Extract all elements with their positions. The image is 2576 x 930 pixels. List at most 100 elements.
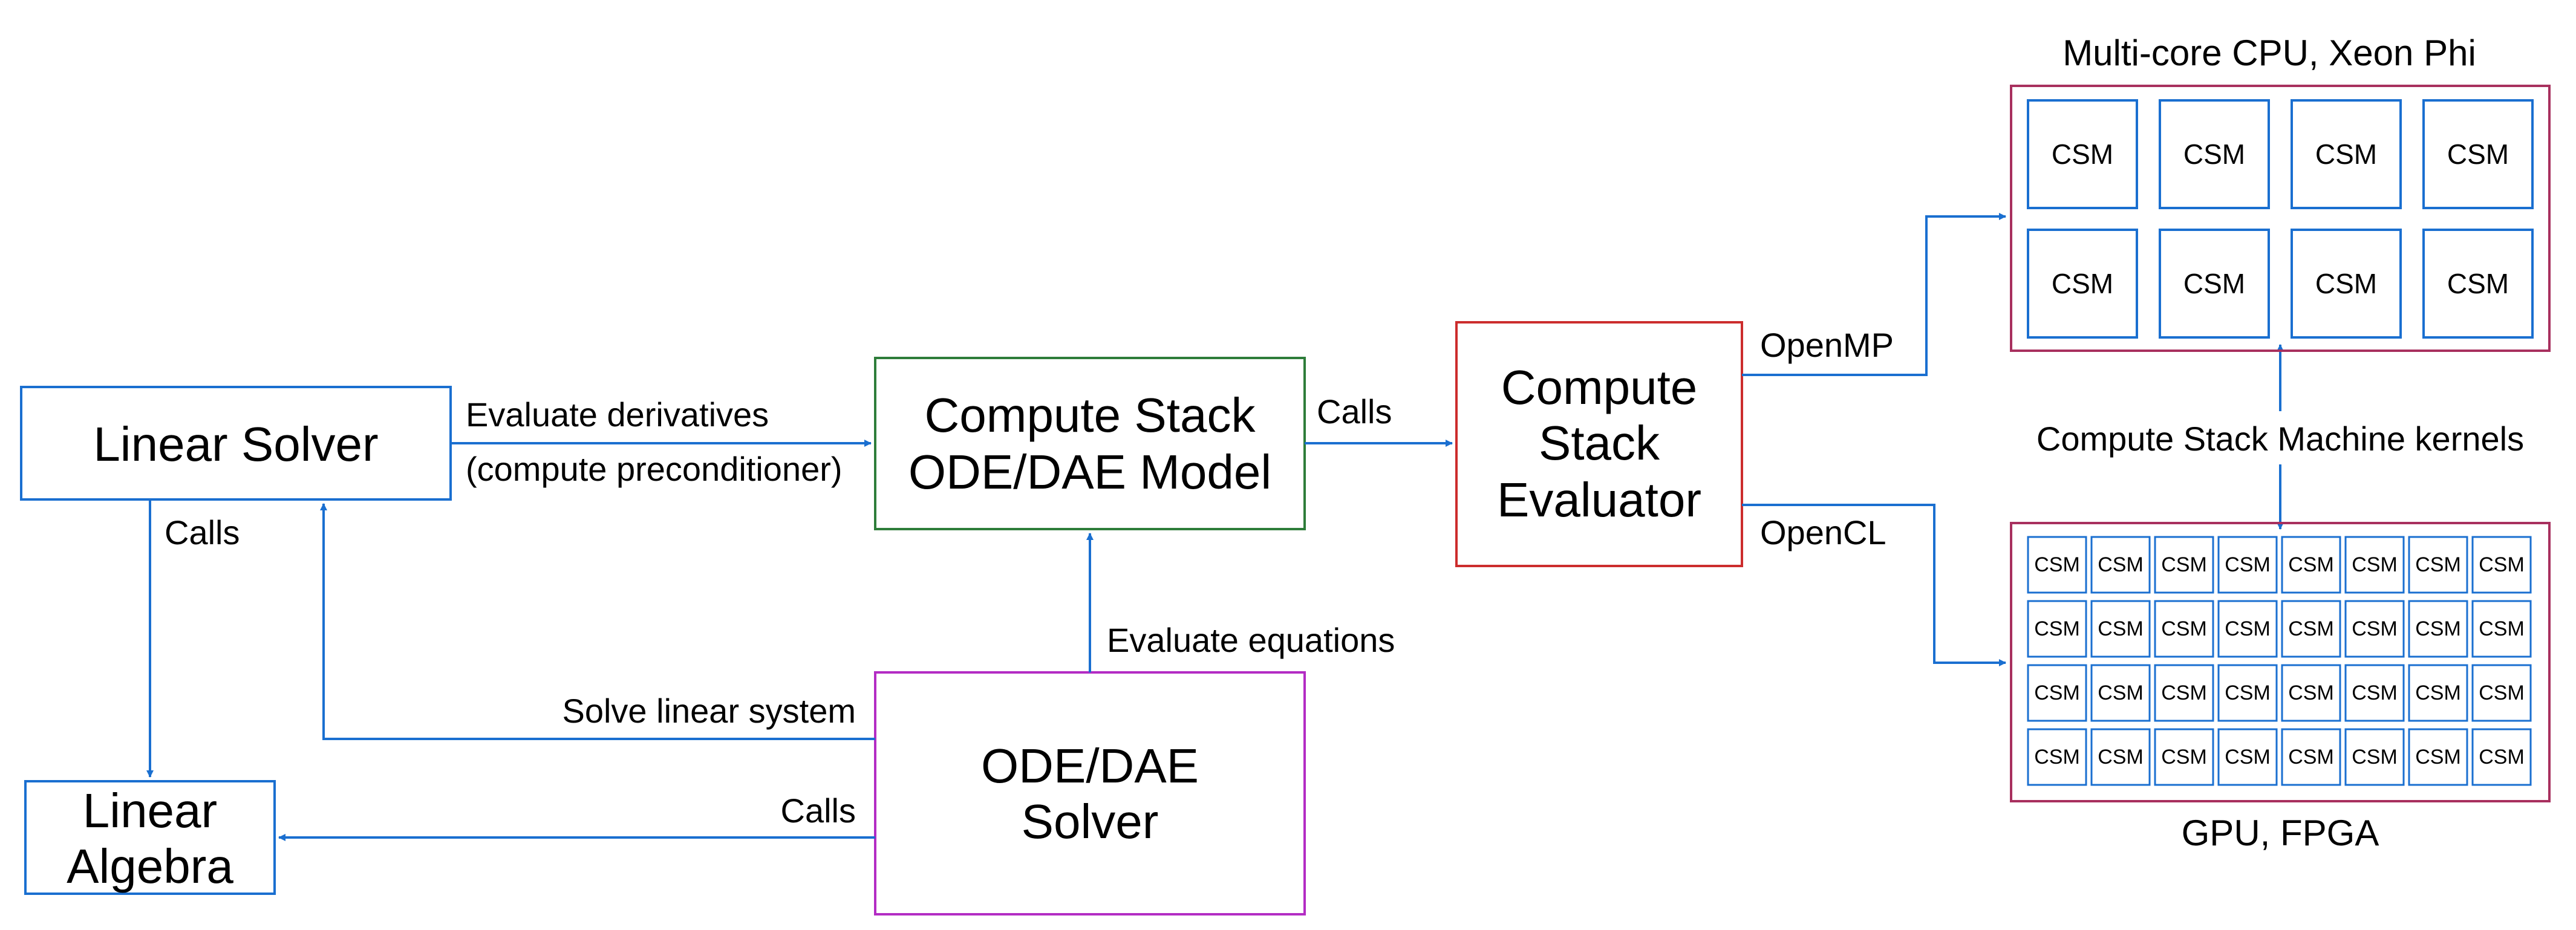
label-solve-linear-system: Solve linear system bbox=[562, 692, 856, 730]
linear-solver-label: Linear Solver bbox=[93, 417, 378, 471]
csm-cell: CSM bbox=[2281, 728, 2341, 786]
label-csm-kernels: Compute Stack Machine kernels bbox=[2036, 420, 2524, 458]
csm-cell-frame bbox=[2422, 99, 2534, 209]
csm-cell-label: CSM bbox=[2352, 553, 2398, 576]
csm-cell: CSM bbox=[2344, 664, 2405, 722]
csm-cell-label: CSM bbox=[2161, 617, 2207, 640]
csm-cell-label: CSM bbox=[2352, 681, 2398, 704]
csm-cell-frame bbox=[2344, 728, 2405, 786]
gpu-csm-grid: CSM CSM CSM CSM CSM CSM CSM CSM CSM CSM CSM CSM CSM C… bbox=[2027, 536, 2532, 786]
csm-cell-frame bbox=[2027, 600, 2087, 658]
csm-cell-label: CSM bbox=[2479, 553, 2525, 576]
csm-cell-label: CSM bbox=[2034, 553, 2080, 576]
csm-cell: CSM bbox=[2471, 536, 2532, 594]
csm-cell: CSM bbox=[2090, 600, 2151, 658]
csm-cell: CSM bbox=[2154, 728, 2214, 786]
csm-cell: CSM bbox=[2471, 600, 2532, 658]
arrow-ode-solver-to-linear-solver bbox=[320, 503, 875, 740]
cpu-group-frame bbox=[2010, 85, 2551, 352]
arrow-evaluator-to-cpu bbox=[1742, 213, 2006, 376]
csm-cell-label: CSM bbox=[2098, 746, 2144, 769]
csm-cell-frame bbox=[2471, 664, 2532, 722]
csm-cell-frame bbox=[2217, 536, 2278, 594]
csm-cell-label: CSM bbox=[2447, 268, 2509, 299]
csm-cell: CSM bbox=[2217, 664, 2278, 722]
csm-cell-frame bbox=[2027, 536, 2087, 594]
evaluator-label-line-3: Evaluator bbox=[1497, 473, 1701, 527]
csm-cell-label: CSM bbox=[2415, 681, 2461, 704]
label-calls-model-to-evaluator: Calls bbox=[1317, 392, 1392, 431]
csm-cell-label: CSM bbox=[2225, 681, 2271, 704]
csm-cell-label: CSM bbox=[2161, 553, 2207, 576]
csm-cell-frame bbox=[2154, 728, 2214, 786]
csm-cell-label: CSM bbox=[2098, 553, 2144, 576]
linear-algebra-box: Linear Algebra bbox=[24, 780, 276, 895]
label-calls-solver-to-algebra: Calls bbox=[781, 792, 856, 830]
ode-dae-solver-box: ODE/DAE Solver bbox=[874, 671, 1306, 915]
csm-cell: CSM bbox=[2154, 536, 2214, 594]
ode-dae-solver-frame bbox=[874, 671, 1306, 915]
csm-cell-label: CSM bbox=[2183, 268, 2245, 299]
csm-cell-label: CSM bbox=[2315, 268, 2377, 299]
csm-cell-frame bbox=[2154, 600, 2214, 658]
csm-cell-label: CSM bbox=[2352, 746, 2398, 769]
csm-cell-frame bbox=[2471, 536, 2532, 594]
csm-cell-frame bbox=[2408, 600, 2468, 658]
csm-cell-frame bbox=[2027, 664, 2087, 722]
arrow-evaluator-to-gpu bbox=[1742, 504, 2006, 666]
csm-cell: CSM bbox=[2027, 536, 2087, 594]
csm-cell: CSM bbox=[2159, 229, 2270, 339]
csm-cell-frame bbox=[2217, 664, 2278, 722]
label-evaluate-equations: Evaluate equations bbox=[1107, 621, 1395, 659]
csm-cell-label: CSM bbox=[2447, 138, 2509, 170]
compute-stack-evaluator-box: Compute Stack Evaluator bbox=[1455, 321, 1743, 567]
csm-cell-frame bbox=[2090, 664, 2151, 722]
csm-cell: CSM bbox=[2344, 536, 2405, 594]
compute-stack-model-frame bbox=[874, 357, 1306, 530]
csm-cell-label: CSM bbox=[2479, 681, 2525, 704]
csm-cell-label: CSM bbox=[2034, 746, 2080, 769]
csm-cell-frame bbox=[2408, 728, 2468, 786]
csm-cell: CSM bbox=[2090, 536, 2151, 594]
csm-cell: CSM bbox=[2471, 664, 2532, 722]
csm-cell: CSM bbox=[2344, 728, 2405, 786]
csm-cell-label: CSM bbox=[2415, 746, 2461, 769]
csm-cell-frame bbox=[2090, 600, 2151, 658]
csm-cell-frame bbox=[2281, 600, 2341, 658]
gpu-group-title: GPU, FPGA bbox=[2182, 813, 2379, 853]
csm-cell: CSM bbox=[2281, 664, 2341, 722]
csm-cell-frame bbox=[2408, 536, 2468, 594]
csm-cell-label: CSM bbox=[2288, 681, 2334, 704]
csm-cell-label: CSM bbox=[2415, 617, 2461, 640]
csm-cell-frame bbox=[2217, 728, 2278, 786]
csm-cell: CSM bbox=[2408, 664, 2468, 722]
csm-cell: CSM bbox=[2344, 600, 2405, 658]
evaluator-label-line-2: Stack bbox=[1539, 416, 1660, 470]
compute-stack-evaluator-frame bbox=[1455, 321, 1743, 567]
csm-cell: CSM bbox=[2159, 99, 2270, 209]
csm-cell: CSM bbox=[2281, 600, 2341, 658]
label-calls-linear-algebra: Calls bbox=[165, 513, 240, 551]
csm-cell-frame bbox=[2422, 229, 2534, 339]
csm-cell: CSM bbox=[2408, 728, 2468, 786]
csm-cell-label: CSM bbox=[2161, 746, 2207, 769]
csm-cell: CSM bbox=[2027, 229, 2138, 339]
csm-cell-label: CSM bbox=[2034, 617, 2080, 640]
csm-cell-frame bbox=[2281, 728, 2341, 786]
cpu-group-title: Multi-core CPU, Xeon Phi bbox=[2062, 33, 2476, 73]
csm-cell-label: CSM bbox=[2479, 746, 2525, 769]
csm-cell-frame bbox=[2159, 99, 2270, 209]
compute-stack-model-label-line-1: Compute Stack bbox=[925, 388, 1256, 442]
ode-dae-solver-label-line-2: Solver bbox=[1022, 795, 1159, 848]
csm-cell-label: CSM bbox=[2479, 617, 2525, 640]
gpu-group-frame bbox=[2010, 522, 2551, 802]
csm-cell-frame bbox=[2471, 728, 2532, 786]
csm-cell: CSM bbox=[2154, 664, 2214, 722]
csm-cell: CSM bbox=[2291, 229, 2402, 339]
gpu-group: CSM CSM CSM CSM CSM CSM CSM CSM CSM CSM CSM CSM CSM C… bbox=[2010, 522, 2551, 853]
csm-cell: CSM bbox=[2217, 600, 2278, 658]
csm-cell: CSM bbox=[2217, 536, 2278, 594]
csm-cell-frame bbox=[2154, 664, 2214, 722]
csm-cell-label: CSM bbox=[2352, 617, 2398, 640]
